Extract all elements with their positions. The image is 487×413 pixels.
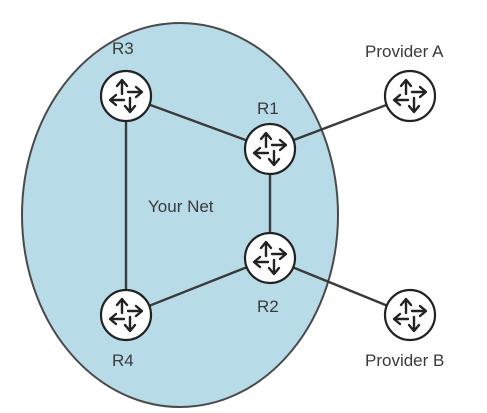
router-provider-a[interactable] <box>383 69 437 123</box>
router-r3-label: R3 <box>112 39 134 58</box>
router-icon <box>243 231 297 285</box>
router-r4-label: R4 <box>112 351 134 370</box>
router-provider-b[interactable] <box>383 288 437 342</box>
router-r4[interactable] <box>99 288 153 342</box>
your-net-label: Your Net <box>148 197 214 216</box>
provider-a-label: Provider A <box>365 42 444 61</box>
router-r3[interactable] <box>99 69 153 123</box>
router-icon <box>99 69 153 123</box>
router-r1-label: R1 <box>257 99 279 118</box>
router-icon <box>99 288 153 342</box>
router-r1[interactable] <box>243 122 297 176</box>
router-icon <box>243 122 297 176</box>
router-icon <box>383 288 437 342</box>
provider-b-label: Provider B <box>365 351 445 370</box>
router-r2[interactable] <box>243 231 297 285</box>
router-icon <box>383 69 437 123</box>
router-r2-label: R2 <box>257 297 279 316</box>
